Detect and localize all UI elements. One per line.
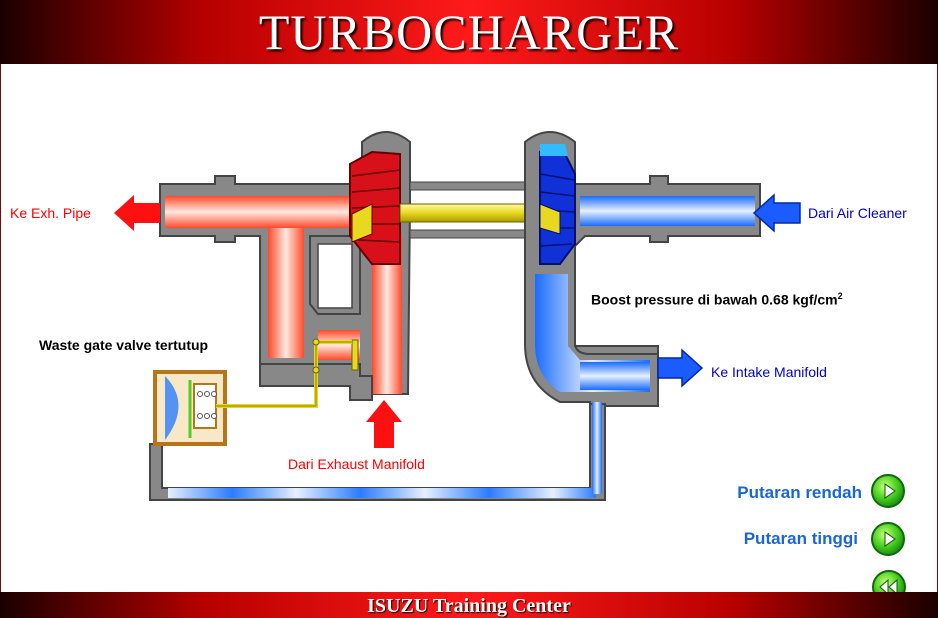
- turbine-shaft: [399, 203, 541, 223]
- compressor-housing: [524, 131, 761, 407]
- low-speed-link[interactable]: Putaran rendah: [737, 483, 862, 502]
- exhaust-out-arrow: [114, 195, 160, 231]
- boost-pressure-text: Boost pressure di bawah 0.68 kgf/cm: [591, 291, 838, 308]
- boost-pressure-line: [149, 402, 606, 501]
- footer-title: ISUZU Training Center: [367, 595, 571, 617]
- exhaust-manifold-label: Dari Exhaust Manifold: [288, 456, 425, 472]
- low-speed-play-button[interactable]: [871, 474, 905, 508]
- exh-pipe-label: Ke Exh. Pipe: [10, 205, 91, 221]
- exhaust-in-arrow: [366, 400, 402, 448]
- play-icon: [884, 531, 896, 547]
- high-speed-play-button[interactable]: [871, 522, 905, 556]
- rewind-icon: [879, 578, 898, 596]
- turbine-housing: [159, 131, 411, 395]
- intake-manifold-label: Ke Intake Manifold: [711, 364, 827, 380]
- boost-pressure-label: Boost pressure di bawah 0.68 kgf/cm2: [591, 287, 843, 309]
- header-bar: [0, 0, 938, 64]
- waste-gate-actuator: [153, 338, 352, 446]
- footer-bar: [0, 592, 938, 618]
- play-icon: [884, 483, 896, 499]
- waste-gate-label: Waste gate valve tertutup: [39, 337, 209, 353]
- air-in-arrow: [752, 193, 801, 233]
- page-title: TURBOCHARGER: [258, 4, 680, 60]
- turbocharger-diagram: [114, 131, 801, 501]
- boost-pressure-unit-sup: 2: [837, 291, 843, 301]
- high-speed-link[interactable]: Putaran tinggi: [743, 529, 858, 548]
- intake-out-arrow: [657, 348, 704, 388]
- air-cleaner-label: Dari Air Cleaner: [808, 205, 907, 221]
